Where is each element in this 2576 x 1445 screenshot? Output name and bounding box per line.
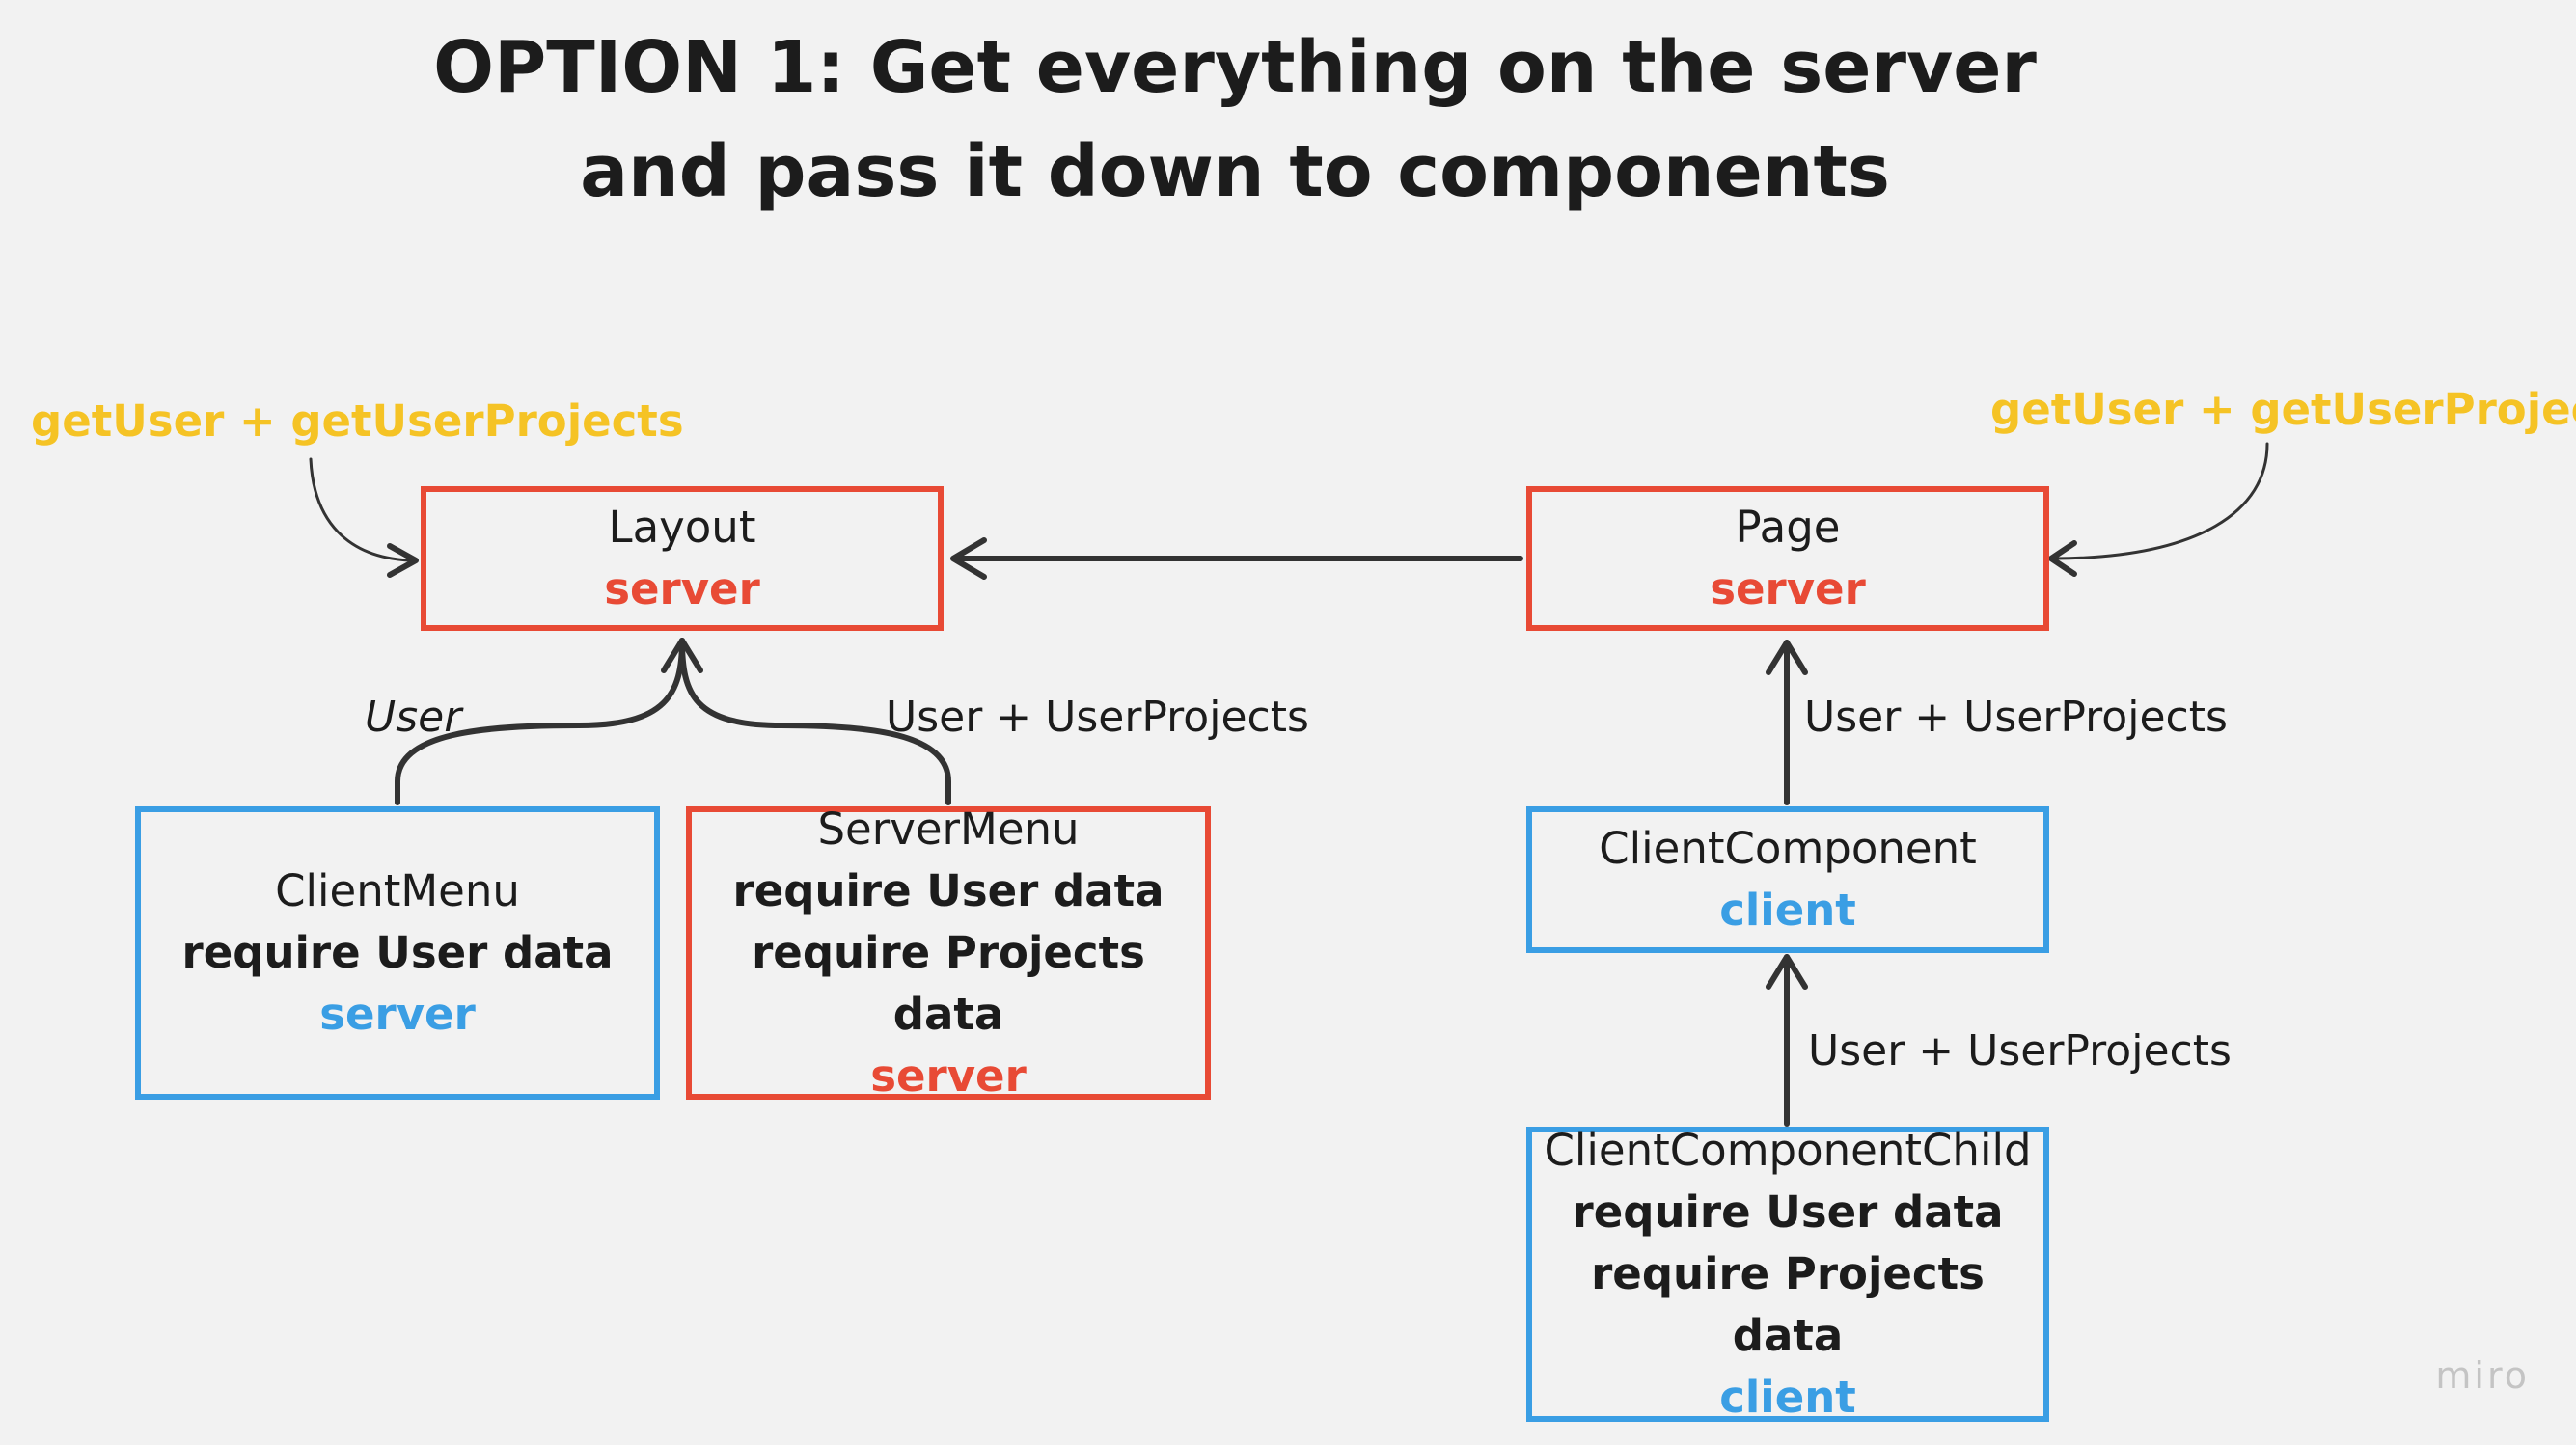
- diagram-title: OPTION 1: Get everything on the server a…: [0, 15, 2470, 224]
- arrowhead-layout-left: [387, 543, 419, 578]
- arrowhead-clientcomponent-bottom: [1766, 954, 1808, 990]
- node-server-menu-kind: server: [870, 1050, 1027, 1102]
- node-page[interactable]: Page server: [1526, 486, 2049, 631]
- node-layout-kind: server: [604, 563, 760, 614]
- fetch-label-left: getUser + getUserProjects: [31, 395, 684, 447]
- node-child-kind: client: [1719, 1372, 1856, 1423]
- edge-label-clientcomponent: User + UserProjects: [1804, 693, 2228, 742]
- title-line-1: OPTION 1: Get everything on the server: [433, 26, 2037, 109]
- node-client-menu[interactable]: ClientMenu require User data server: [135, 806, 660, 1100]
- edge-label-servermenu: User + UserProjects: [886, 693, 1309, 742]
- node-layout-name: Layout: [608, 502, 756, 553]
- edge-servermenu-to-layout: [679, 638, 951, 805]
- node-child-req-user: require User data: [1572, 1186, 2004, 1238]
- node-client-component[interactable]: ClientComponent client: [1526, 806, 2049, 953]
- miro-watermark: miro: [2435, 1354, 2530, 1397]
- node-page-kind: server: [1710, 563, 1866, 614]
- node-server-menu-req-user: require User data: [732, 865, 1165, 916]
- node-server-menu[interactable]: ServerMenu require User data require Pro…: [686, 804, 1211, 1102]
- node-client-menu-kind: server: [319, 989, 476, 1040]
- edge-label-user: User: [365, 693, 462, 742]
- node-server-menu-name: ServerMenu: [817, 804, 1080, 855]
- node-client-component-kind: client: [1719, 885, 1856, 936]
- arrowhead-layout-right: [950, 537, 987, 580]
- edge-fetch-to-layout: [309, 457, 412, 562]
- node-layout[interactable]: Layout server: [421, 486, 944, 631]
- node-client-menu-req-user: require User data: [181, 927, 614, 978]
- edge-clientmenu-to-layout: [395, 638, 685, 805]
- arrowhead-layout-bottom: [661, 638, 703, 673]
- node-child-req-projects: require Projects data: [1591, 1248, 1985, 1361]
- arrowhead-page-right: [2048, 540, 2077, 577]
- node-client-component-child[interactable]: ClientComponentChild require User data r…: [1526, 1125, 2049, 1423]
- title-line-2: and pass it down to components: [580, 130, 1890, 213]
- node-client-menu-name: ClientMenu: [275, 865, 520, 916]
- node-page-name: Page: [1735, 502, 1841, 553]
- fetch-label-right: getUser + getUserProjects: [1990, 384, 2576, 435]
- arrowhead-page-bottom: [1766, 640, 1808, 675]
- edge-fetch-to-page: [2053, 442, 2269, 560]
- node-child-name: ClientComponentChild: [1544, 1125, 2032, 1176]
- edge-label-child: User + UserProjects: [1808, 1026, 2232, 1076]
- node-client-component-name: ClientComponent: [1599, 823, 1977, 874]
- node-server-menu-req-projects: require Projects data: [752, 927, 1145, 1040]
